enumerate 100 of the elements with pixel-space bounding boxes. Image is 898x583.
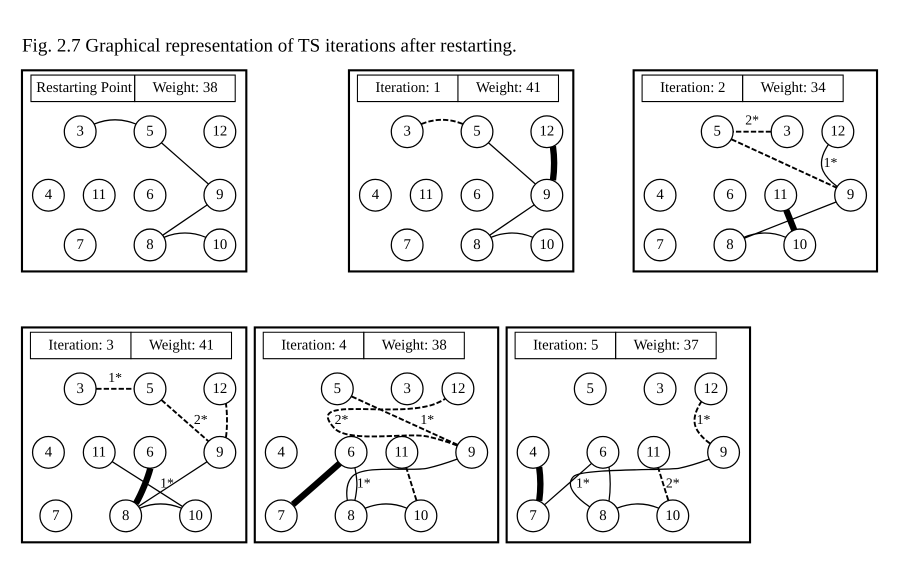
node-circle: 8 xyxy=(108,499,142,532)
node-circle: 4 xyxy=(643,178,676,212)
node-circle: 6 xyxy=(133,178,166,212)
diagram-title: Fig. 2.7 Graphical representation of TS iterations after restarting. xyxy=(21,36,516,57)
node-circle: 3 xyxy=(63,372,96,406)
connector xyxy=(820,144,837,187)
connector xyxy=(743,232,786,238)
node-circle: 4 xyxy=(516,436,550,469)
connector xyxy=(139,503,181,509)
node-circle: 12 xyxy=(694,372,727,406)
edge-label: 2* xyxy=(744,112,759,128)
edge-label: 2* xyxy=(193,412,208,428)
node-circle: 9 xyxy=(454,436,488,469)
edge-label: 1* xyxy=(420,412,434,428)
connector xyxy=(608,466,610,501)
edge-label: 1* xyxy=(823,155,837,170)
connector xyxy=(536,466,543,502)
node-circle: 7 xyxy=(38,499,72,532)
node-circle: 12 xyxy=(440,372,474,406)
node-circle: 7 xyxy=(390,228,424,262)
connector xyxy=(96,388,134,390)
connector xyxy=(132,467,153,505)
connector xyxy=(138,461,207,507)
edge-label: 1* xyxy=(108,370,122,385)
node-circle: 4 xyxy=(358,178,392,212)
edge-label: 1* xyxy=(696,412,710,428)
connector xyxy=(224,403,228,438)
node-circle: 12 xyxy=(820,115,854,148)
node-circle: 3 xyxy=(643,372,676,406)
node-circle: 7 xyxy=(264,499,298,532)
node-circle: 5 xyxy=(133,115,166,148)
node-circle: 8 xyxy=(586,499,619,532)
connector xyxy=(364,503,406,509)
connector xyxy=(163,232,206,238)
connector xyxy=(488,204,534,236)
connector xyxy=(569,458,709,508)
node-circle: 11 xyxy=(82,178,116,212)
node-circle: 12 xyxy=(530,115,563,148)
node-circle: 6 xyxy=(460,178,494,212)
node-circle: 8 xyxy=(460,228,494,262)
node-circle: 11 xyxy=(409,178,442,212)
node-circle: 9 xyxy=(834,178,867,212)
node-circle: 3 xyxy=(63,115,96,148)
connector xyxy=(290,461,342,507)
connector xyxy=(744,202,836,239)
connector xyxy=(160,399,208,442)
node-circle: 10 xyxy=(404,499,437,532)
node-circle: 4 xyxy=(31,178,64,212)
edge-label: 1* xyxy=(575,476,590,491)
node-circle: 7 xyxy=(643,228,676,262)
connector xyxy=(94,119,136,125)
node-circle: 3 xyxy=(390,115,424,148)
connector xyxy=(693,401,710,444)
connector xyxy=(354,468,358,500)
node-circle: 5 xyxy=(133,372,166,406)
node-circle: 9 xyxy=(202,178,236,212)
node-circle: 5 xyxy=(573,372,606,406)
connector xyxy=(111,461,182,507)
node-circle: 11 xyxy=(636,436,670,469)
node-circle: 10 xyxy=(782,228,816,262)
connector xyxy=(732,130,770,133)
connector xyxy=(730,138,836,188)
connector xyxy=(326,398,457,446)
node-circle: 6 xyxy=(133,436,166,469)
node-circle: 7 xyxy=(516,499,550,532)
connector xyxy=(160,142,208,184)
node-circle: 3 xyxy=(770,115,804,148)
node-circle: 11 xyxy=(82,436,116,469)
node-circle: 9 xyxy=(706,436,740,469)
node-circle: 7 xyxy=(63,228,96,262)
edge-label: 2* xyxy=(665,476,680,491)
node-circle: 10 xyxy=(178,499,212,532)
node-circle: 5 xyxy=(460,115,494,148)
node-circle: 6 xyxy=(586,436,619,469)
connector xyxy=(162,204,207,236)
connector xyxy=(616,503,658,509)
edge-label: 1* xyxy=(356,476,370,491)
node-circle: 11 xyxy=(384,436,418,469)
edge-label: 1* xyxy=(160,476,174,491)
connector xyxy=(782,209,797,231)
node-circle: 12 xyxy=(202,115,236,148)
node-circle: 3 xyxy=(390,372,424,406)
connector xyxy=(656,467,669,500)
node-circle: 8 xyxy=(133,228,166,262)
connector xyxy=(490,232,532,238)
edge-label: 2* xyxy=(334,412,348,428)
node-circle: 8 xyxy=(334,499,368,532)
node-circle: 10 xyxy=(202,228,236,262)
connector xyxy=(488,142,535,184)
node-circle: 4 xyxy=(264,436,298,469)
connector xyxy=(544,463,592,505)
node-circle: 9 xyxy=(202,436,236,469)
connector xyxy=(404,467,417,500)
connector xyxy=(350,396,458,446)
node-circle: 6 xyxy=(712,178,746,212)
node-circle: 4 xyxy=(31,436,64,469)
connector xyxy=(420,118,462,125)
node-circle: 10 xyxy=(530,228,563,262)
node-circle: 11 xyxy=(764,178,797,212)
node-circle: 9 xyxy=(530,178,563,212)
